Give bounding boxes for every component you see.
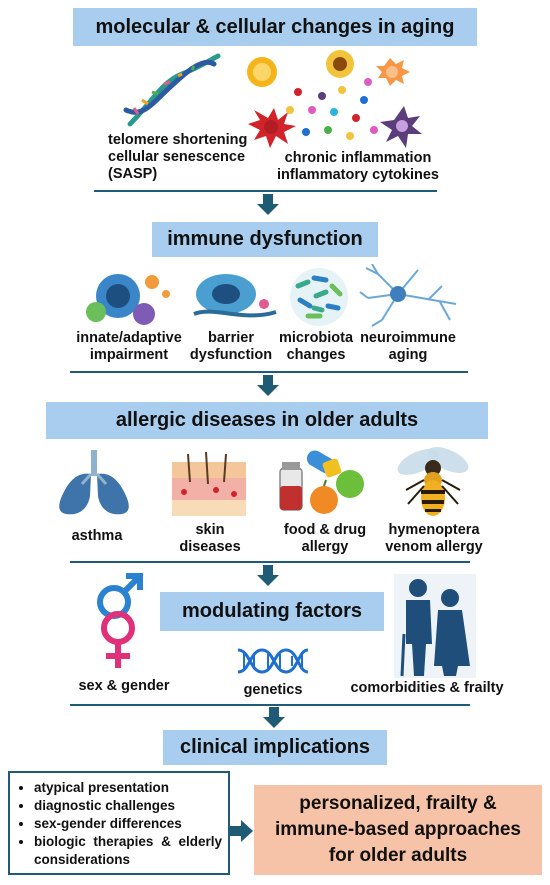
outcome-line: for older adults — [328, 845, 468, 866]
header-allergic-diseases: allergic diseases in older adults — [46, 402, 488, 439]
list-item: diagnostic challenges — [34, 797, 222, 815]
divider-rule — [70, 371, 468, 373]
clinical-list: atypical presentation diagnostic challen… — [14, 779, 222, 869]
label-line: asthma — [71, 528, 123, 544]
neuron-icon — [359, 264, 457, 327]
epithelial-barrier-icon — [193, 274, 277, 318]
clinical-list-box: atypical presentation diagnostic challen… — [8, 771, 230, 875]
label-innate-adaptive: innate/adaptive impairment — [74, 330, 184, 364]
down-arrow-icon — [257, 565, 279, 586]
label-barrier-dysfunction: barrier dysfunction — [186, 330, 276, 364]
label-microbiota: microbiota changes — [276, 330, 356, 364]
header-molecular-cellular: molecular & cellular changes in aging — [73, 8, 477, 46]
label-line: diseases — [179, 539, 241, 555]
label-telomere-senescence: telomere shortening cellular senescence … — [108, 132, 258, 183]
label-line: cellular senescence — [108, 149, 246, 165]
down-arrow-icon — [263, 707, 285, 728]
outcome-line: immune-based approaches — [274, 819, 522, 840]
header-clinical-implications: clinical implications — [163, 730, 387, 765]
label-asthma: asthma — [62, 528, 132, 545]
cytokine-cells-icon — [247, 50, 422, 148]
label-line: hymenoptera — [388, 522, 480, 538]
label-line: aging — [388, 347, 428, 363]
label-comorbidities-frailty: comorbidities & frailty — [342, 680, 512, 697]
elderly-couple-icon — [394, 574, 476, 678]
gender-symbols-icon — [97, 573, 143, 668]
label-chronic-inflammation: chronic inflammation inflammatory cytoki… — [268, 150, 448, 184]
dna-helix-icon — [123, 53, 221, 127]
label-line: impairment — [89, 347, 169, 363]
down-arrow-icon — [257, 194, 279, 215]
label-line: neuroimmune — [360, 330, 456, 346]
right-arrow-icon — [230, 820, 253, 842]
label-line: comorbidities & frailty — [350, 680, 504, 696]
pills-food-icon — [279, 450, 364, 514]
header-allergic-diseases-text: allergic diseases in older adults — [115, 409, 419, 431]
label-line: skin — [195, 522, 225, 538]
label-line: dysfunction — [189, 347, 273, 363]
outcome-line: personalized, frailty & — [299, 793, 497, 814]
header-molecular-cellular-text: molecular & cellular changes in aging — [95, 15, 455, 38]
immune-cells-icon — [86, 274, 170, 325]
label-line: sex & gender — [78, 678, 170, 694]
wasp-icon — [397, 447, 469, 516]
label-neuroimmune: neuroimmune aging — [356, 330, 460, 364]
outcome-box: personalized, frailty & immune-based app… — [254, 785, 542, 875]
label-skin-diseases: skin diseases — [170, 522, 250, 556]
label-line: inflammatory cytokines — [277, 167, 439, 183]
genetics-dna-icon — [237, 648, 309, 674]
header-modulating-factors: modulating factors — [160, 592, 384, 631]
label-line: innate/adaptive — [76, 330, 182, 346]
lungs-icon — [59, 450, 129, 515]
label-sex-gender: sex & gender — [64, 678, 184, 695]
label-line: microbiota — [278, 330, 354, 346]
label-line: allergy — [301, 539, 349, 555]
label-line: changes — [286, 347, 346, 363]
label-line: venom allergy — [385, 539, 483, 555]
down-arrow-icon — [257, 375, 279, 396]
header-immune-dysfunction-text: immune dysfunction — [167, 228, 363, 250]
label-line: food & drug — [283, 522, 367, 538]
label-genetics: genetics — [236, 682, 310, 699]
list-item: biologic therapies & elderly considerati… — [34, 833, 222, 869]
list-item: sex-gender differences — [34, 815, 222, 833]
divider-rule — [94, 190, 437, 192]
header-immune-dysfunction: immune dysfunction — [152, 222, 378, 257]
header-modulating-factors-text: modulating factors — [181, 600, 362, 622]
label-food-drug-allergy: food & drug allergy — [270, 522, 380, 556]
list-item: atypical presentation — [34, 779, 222, 797]
divider-rule — [70, 561, 470, 563]
skin-icon — [172, 452, 246, 516]
label-line: telomere shortening — [108, 132, 248, 148]
label-line: (SASP) — [108, 166, 158, 182]
label-line: chronic inflammation — [284, 150, 432, 166]
label-line: barrier — [208, 330, 254, 346]
header-clinical-implications-text: clinical implications — [179, 736, 371, 758]
label-hymenoptera: hymenoptera venom allergy — [378, 522, 490, 556]
bacteria-icon — [290, 268, 348, 326]
divider-rule — [70, 704, 470, 706]
label-line: genetics — [243, 682, 303, 698]
